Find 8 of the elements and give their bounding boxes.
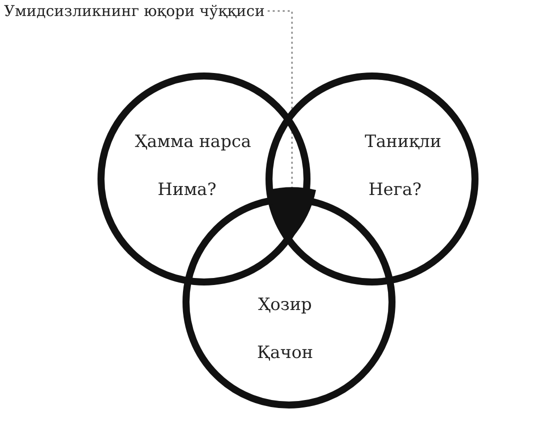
circle-question: Қачон <box>256 343 314 363</box>
circle-title: Ҳозир <box>258 295 312 315</box>
annotation-text: Умидсизликнинг юқори чўққиси <box>4 2 265 20</box>
circle-question: Нега? <box>368 180 422 200</box>
leader-line <box>268 10 293 188</box>
circle-question: Нима? <box>158 180 216 200</box>
circle-title: Таниқли <box>364 132 442 152</box>
circle-title: Ҳамма нарса <box>134 132 252 152</box>
